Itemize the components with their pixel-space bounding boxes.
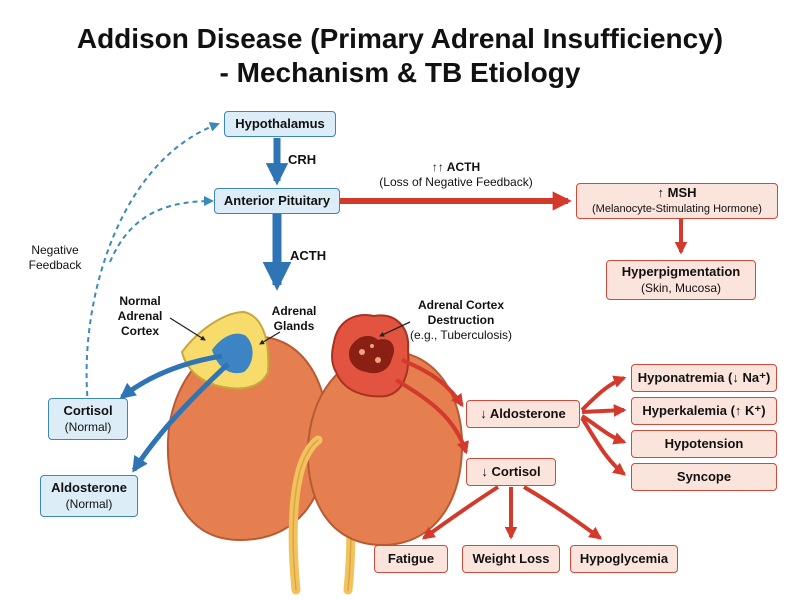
cortisol-low-label: ↓ Cortisol (481, 464, 541, 479)
cortisol-to-hypoglycemia-arrow (522, 485, 603, 540)
hypothalamus-box: Hypothalamus (224, 111, 336, 137)
acth-up-label-group: ↑↑ ACTH (Loss of Negative Feedback) (356, 160, 556, 190)
aldosterone-to-syncope-arrow (580, 416, 627, 476)
feedback-to-hypothalamus-line (85, 122, 220, 406)
cortisol-normal-box: Cortisol (Normal) (48, 398, 128, 440)
gland-to-aldosterone-arrow (401, 358, 464, 408)
page-title: Addison Disease (Primary Adrenal Insuffi… (0, 22, 800, 90)
hypoglycemia-label: Hypoglycemia (579, 551, 669, 566)
hyperpigmentation-box: Hyperpigmentation (Skin, Mucosa) (606, 260, 756, 300)
destruction-sub: (e.g., Tuberculosis) (409, 328, 513, 342)
acth-up-sub: (Loss of Negative Feedback) (379, 175, 533, 189)
hyperkalemia-label: Hyperkalemia (↑ K⁺) (642, 403, 766, 418)
aldosterone-normal-sub: (Normal) (65, 497, 113, 511)
hyperpigmentation-sub: (Skin, Mucosa) (640, 281, 722, 295)
aldosterone-low-label: ↓ Aldosterone (480, 406, 566, 421)
hypotension-label: Hypotension (664, 436, 744, 451)
adrenal-glands-line-2: Glands (273, 319, 315, 333)
cortisol-to-fatigue-arrow (421, 485, 500, 540)
negative-feedback-line-1: Negative (31, 243, 79, 257)
normal-adrenal-gland (180, 310, 270, 390)
acth-up-label: ↑↑ ACTH (431, 160, 481, 174)
aldosterone-to-hyponatremia-arrow (580, 375, 627, 412)
gland-to-cortisol-arrow (394, 378, 469, 455)
aldosterone-normal-label: Aldosterone (51, 480, 127, 495)
title-line-1: Addison Disease (Primary Adrenal Insuffi… (76, 23, 724, 54)
weight-loss-box: Weight Loss (462, 545, 560, 573)
hypoglycemia-box: Hypoglycemia (570, 545, 678, 573)
normal-cortex-line-2: Adrenal (117, 309, 163, 323)
cortisol-normal-sub: (Normal) (64, 420, 112, 434)
feedback-to-pituitary-line (109, 196, 214, 263)
syncope-label: Syncope (676, 469, 732, 484)
hyperkalemia-box: Hyperkalemia (↑ K⁺) (631, 397, 777, 425)
aldosterone-to-hyperkalemia-arrow (581, 404, 627, 417)
hyponatremia-box: Hyponatremia (↓ Na⁺) (631, 364, 777, 392)
fatigue-box: Fatigue (374, 545, 448, 573)
anterior-pituitary-label: Anterior Pituitary (223, 193, 331, 208)
cortisol-low-box: ↓ Cortisol (466, 458, 556, 486)
msh-label: ↑ MSH (657, 185, 697, 200)
aldosterone-normal-box: Aldosterone (Normal) (40, 475, 138, 517)
weight-loss-label: Weight Loss (472, 551, 550, 566)
hypothalamus-label: Hypothalamus (235, 116, 325, 131)
msh-box: ↑ MSH (Melanocyte-Stimulating Hormone) (576, 183, 778, 219)
aldosterone-to-hypotension-arrow (580, 414, 627, 445)
adrenal-glands-label: Adrenal Glands (262, 304, 326, 334)
normal-cortex-pointer (169, 317, 206, 341)
anterior-pituitary-box: Anterior Pituitary (214, 188, 340, 214)
aldosterone-low-box: ↓ Aldosterone (466, 400, 580, 428)
hypotension-box: Hypotension (631, 430, 777, 458)
destruction-line-1: Adrenal Cortex (417, 298, 505, 312)
negative-feedback-label: Negative Feedback (20, 243, 90, 273)
destruction-line-2: Destruction (427, 313, 495, 327)
normal-cortex-label: Normal Adrenal Cortex (110, 294, 170, 339)
fatigue-label: Fatigue (387, 551, 435, 566)
adrenal-glands-line-1: Adrenal (271, 304, 317, 318)
aldosterone-normal-arrow (131, 362, 230, 473)
cortisol-normal-label: Cortisol (63, 403, 113, 418)
adrenal-glands-pointer (259, 331, 281, 345)
title-line-2: - Mechanism & TB Etiology (219, 57, 581, 88)
msh-sub: (Melanocyte-Stimulating Hormone) (592, 203, 762, 215)
damaged-adrenal-gland (331, 314, 410, 398)
hyponatremia-label: Hyponatremia (↓ Na⁺) (637, 370, 771, 385)
cortisol-normal-arrow (119, 353, 223, 399)
syncope-box: Syncope (631, 463, 777, 491)
destruction-label: Adrenal Cortex Destruction (e.g., Tuberc… (396, 298, 526, 343)
normal-cortex-line-1: Normal (119, 294, 161, 308)
normal-cortex-line-3: Cortex (120, 324, 159, 338)
acth-label: ACTH (290, 248, 327, 263)
negative-feedback-line-2: Feedback (28, 258, 82, 272)
hyperpigmentation-label: Hyperpigmentation (621, 264, 741, 279)
destruction-pointer (379, 321, 411, 337)
crh-label: CRH (288, 152, 317, 167)
